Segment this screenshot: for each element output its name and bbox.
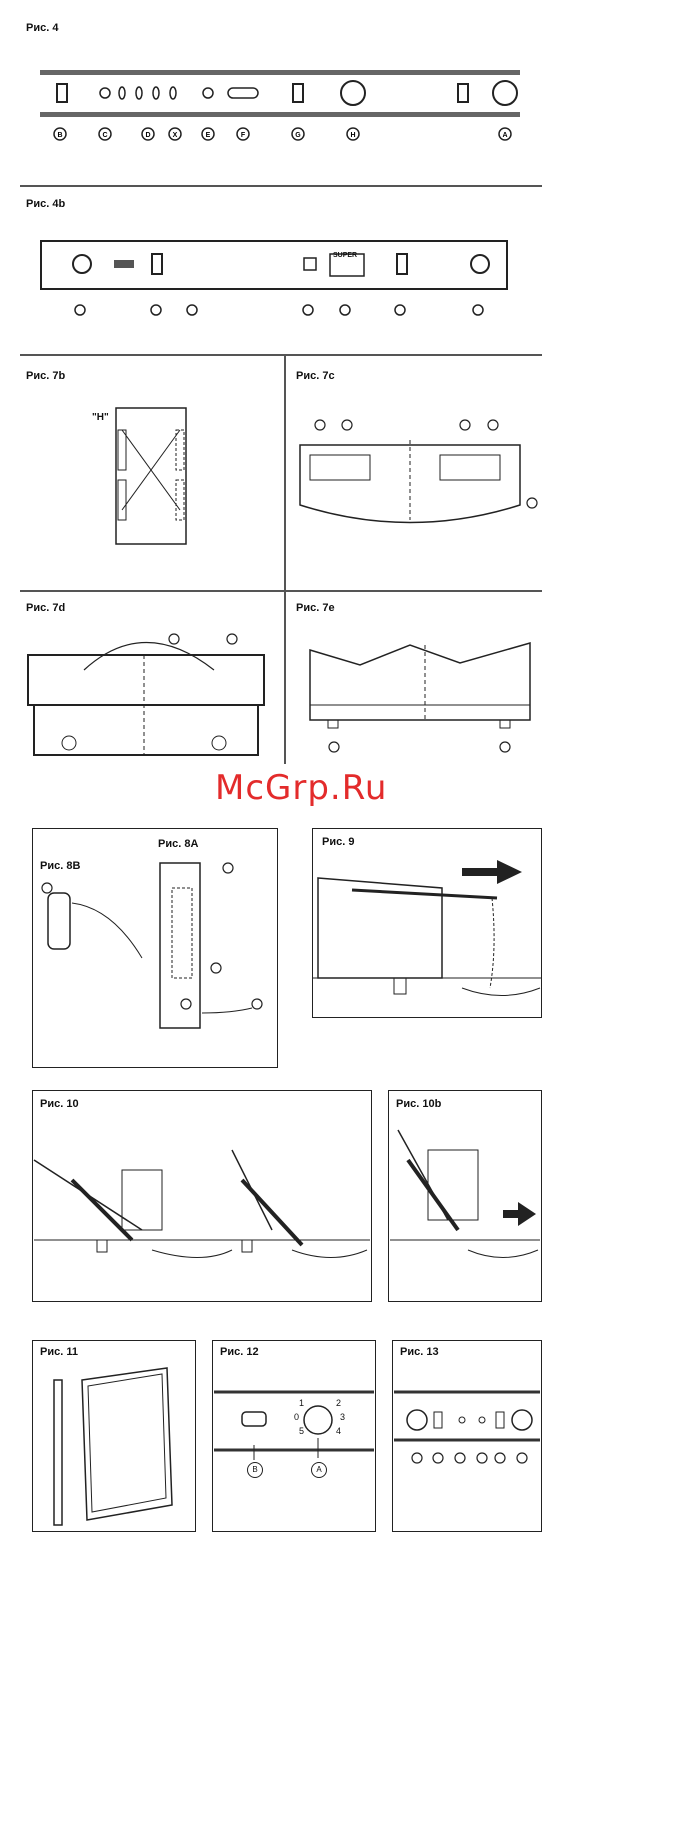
fig11-drawing <box>32 1340 196 1532</box>
fig7b-label: Рис. 7b <box>26 370 65 382</box>
fig7e-drawing <box>300 625 540 760</box>
super-label: SUPER <box>333 252 357 259</box>
fig7e-label: Рис. 7e <box>296 602 335 614</box>
callout-letter-h: H <box>350 132 355 139</box>
fig8-drawing <box>32 828 278 1068</box>
dial-number-5: 5 <box>299 1426 304 1436</box>
fig9-drawing <box>312 828 542 1018</box>
fig4b-callouts <box>40 290 508 320</box>
divider <box>20 590 284 592</box>
callout-b: B <box>247 1462 263 1478</box>
dial-number-3: 3 <box>340 1412 345 1422</box>
fig7d-label: Рис. 7d <box>26 602 65 614</box>
dial-number-1: 1 <box>299 1398 304 1408</box>
fig4b-label: Рис. 4b <box>26 198 65 210</box>
callout-letter-a: A <box>502 132 507 139</box>
callout-letter-x: X <box>173 132 178 139</box>
callout-letter-f: F <box>241 132 246 139</box>
callout-letter-c: C <box>102 132 107 139</box>
divider <box>284 590 542 592</box>
fig7c-label: Рис. 7c <box>296 370 335 382</box>
callout-letter-e: E <box>206 132 211 139</box>
fig13-drawing <box>392 1340 542 1532</box>
fig7d-drawing <box>24 625 274 760</box>
fig4-label: Рис. 4 <box>26 22 58 34</box>
callout-letter-g: G <box>295 132 301 139</box>
fig7c-drawing <box>290 410 540 540</box>
fig4b-control-panel: SUPER <box>40 240 508 290</box>
fig4b-panel-drawing <box>42 242 506 288</box>
watermark: McGrp.Ru <box>215 768 387 808</box>
dial-number-4: 4 <box>336 1426 341 1436</box>
dial-number-0: 0 <box>294 1412 299 1422</box>
fig10-drawing <box>32 1090 372 1302</box>
divider-vertical <box>284 354 286 764</box>
divider <box>20 185 542 187</box>
divider <box>20 354 542 356</box>
fig10b-drawing <box>388 1090 542 1302</box>
dial-number-2: 2 <box>336 1398 341 1408</box>
callout-letter-b: B <box>57 132 62 139</box>
fig7b-drawing <box>100 400 200 550</box>
fig12-drawing <box>212 1340 376 1532</box>
callout-letter-d: D <box>145 132 150 139</box>
callout-a: A <box>311 1462 327 1478</box>
